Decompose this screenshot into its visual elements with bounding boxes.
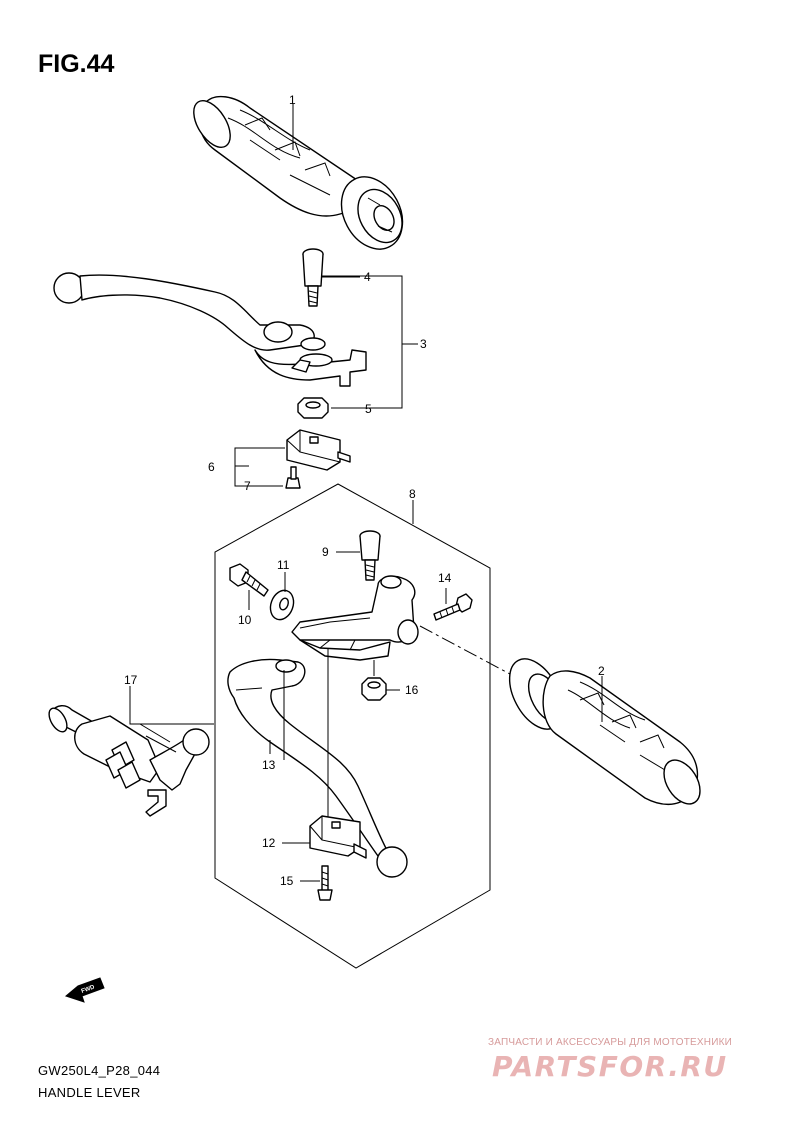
watermark-logo: PARTSFOR.RU	[492, 1050, 728, 1083]
callout-10: 10	[238, 613, 252, 627]
part-17-throttle-holder	[48, 705, 210, 817]
part-13-clutch-lever	[227, 658, 408, 878]
bracket-6	[234, 447, 285, 487]
callout-6: 6	[208, 460, 215, 474]
figure-title: FIG.44	[38, 50, 115, 78]
watermark-tagline: ЗАПЧАСТИ И АКСЕССУАРЫ ДЛЯ МОТОТЕХНИКИ	[488, 1037, 733, 1048]
callout-9: 9	[322, 545, 329, 559]
part-4-pivot-bolt	[302, 248, 324, 307]
part-14-bolt	[433, 593, 473, 621]
callout-1: 1	[289, 93, 296, 107]
part-5-nut	[297, 397, 329, 419]
callout-8: 8	[409, 487, 416, 501]
part-12-clutch-switch	[309, 815, 367, 859]
part-7-screw	[285, 466, 301, 489]
part-10-adjuster-bolt	[229, 563, 269, 597]
callout-11: 11	[277, 558, 290, 572]
part-15-screw	[317, 865, 333, 901]
part-2-grip	[508, 658, 701, 806]
part-11-washer	[269, 589, 295, 621]
callout-4: 4	[364, 270, 371, 284]
fwd-label: FWD	[81, 984, 97, 995]
callout-5: 5	[365, 402, 372, 416]
part-16-nut	[361, 677, 387, 701]
figure-name: HANDLE LEVER	[38, 1085, 141, 1100]
callout-17: 17	[124, 673, 138, 687]
callout-12: 12	[262, 836, 276, 850]
figure-code: GW250L4_P28_044	[38, 1063, 161, 1078]
callout-13: 13	[262, 758, 276, 772]
callout-15: 15	[280, 874, 294, 888]
callout-16: 16	[405, 683, 419, 697]
callout-3: 3	[420, 337, 427, 351]
clutch-lever-holder	[291, 575, 419, 661]
part-6-brake-switch	[286, 429, 351, 471]
bracket-3	[322, 275, 418, 409]
part-1-grip	[193, 95, 404, 250]
part-9-bolt	[359, 530, 381, 581]
callout-7: 7	[244, 479, 251, 493]
callout-numbers: 1 2 3 4 5 6 7 8 9 10 11 12 13 14 15 16 1…	[124, 93, 605, 888]
leader-17	[129, 686, 214, 725]
fwd-arrow-icon: FWD	[64, 977, 105, 1003]
callout-14: 14	[438, 571, 452, 585]
assembly-8-outline	[214, 483, 491, 969]
callout-2: 2	[598, 664, 605, 678]
part-3-brake-lever	[53, 272, 367, 387]
